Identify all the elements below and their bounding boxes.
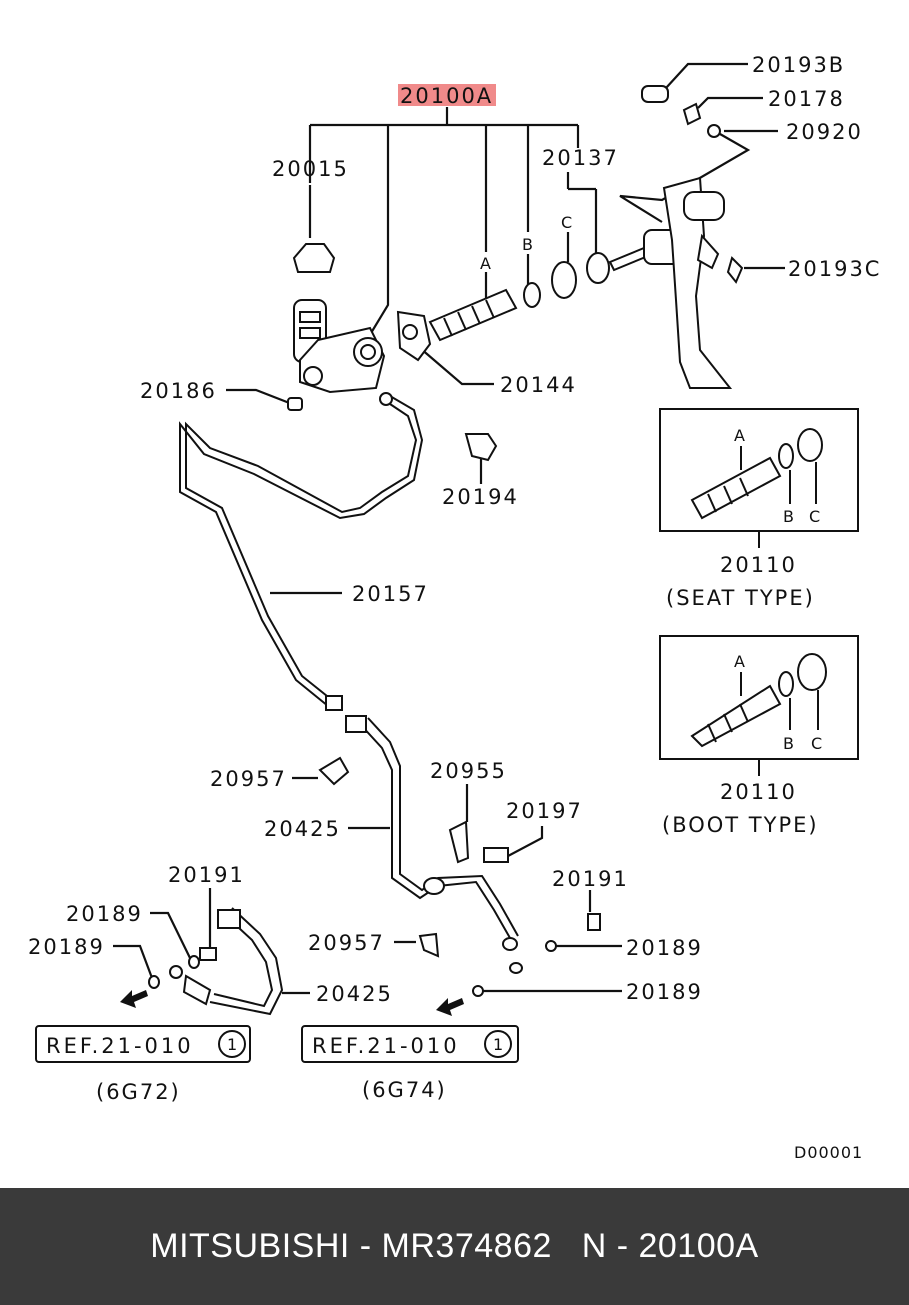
main-part-highlight (398, 84, 496, 106)
callout-20137[interactable]: 20137 (542, 146, 619, 170)
letter-c-main: C (561, 213, 573, 232)
inset-boot-part[interactable]: 20110 (720, 780, 797, 804)
callout-20425-lower[interactable]: 20425 (316, 982, 393, 1006)
inset-boot-type: (BOOT TYPE) (662, 813, 819, 837)
callout-20189-c[interactable]: 20189 (626, 936, 703, 960)
footer-banner: MITSUBISHI - MR374862 N - 20100A (0, 1188, 909, 1305)
footer-text: MITSUBISHI - MR374862 N - 20100A (150, 1227, 759, 1265)
callout-20189-b[interactable]: 20189 (28, 935, 105, 959)
letter-b-seat: B (783, 507, 795, 526)
letter-c-boot: C (811, 734, 823, 753)
callout-20193C[interactable]: 20193C (788, 257, 881, 281)
callout-20920[interactable]: 20920 (786, 120, 863, 144)
callout-20015[interactable]: 20015 (272, 157, 349, 181)
callout-20957-lower[interactable]: 20957 (308, 931, 385, 955)
callout-20144[interactable]: 20144 (500, 373, 577, 397)
callout-20178[interactable]: 20178 (768, 87, 845, 111)
diagram-code: D00001 (794, 1143, 863, 1162)
callout-20425-upper[interactable]: 20425 (264, 817, 341, 841)
callout-20191-left[interactable]: 20191 (168, 863, 245, 887)
letter-a-main: A (480, 254, 492, 273)
callout-20193B[interactable]: 20193B (752, 53, 845, 77)
callout-20157[interactable]: 20157 (352, 582, 429, 606)
ref-6g74-circle-number: 1 (493, 1035, 504, 1054)
inset-seat-part[interactable]: 20110 (720, 553, 797, 577)
callout-20100A[interactable]: 20100A (400, 84, 493, 108)
ref-6g74-label[interactable]: REF.21-010 (312, 1034, 460, 1058)
letter-a-boot: A (734, 652, 746, 671)
ref-6g72-label[interactable]: REF.21-010 (46, 1034, 194, 1058)
callout-20189-d[interactable]: 20189 (626, 980, 703, 1004)
callout-20189-a[interactable]: 20189 (66, 902, 143, 926)
callout-20957-upper[interactable]: 20957 (210, 767, 287, 791)
ref-6g72-engine: (6G72) (96, 1080, 181, 1104)
callout-20194[interactable]: 20194 (442, 485, 519, 509)
letter-a-seat: A (734, 426, 746, 445)
letter-b-main: B (522, 235, 534, 254)
inset-seat-type: (SEAT TYPE) (666, 586, 815, 610)
parts-diagram: 20100A 20015 20137 20193B 20178 20920 20… (28, 53, 881, 1162)
ref-6g72-circle-number: 1 (227, 1035, 238, 1054)
callout-20197[interactable]: 20197 (506, 799, 583, 823)
callout-20955[interactable]: 20955 (430, 759, 507, 783)
callout-20191-right[interactable]: 20191 (552, 867, 629, 891)
letter-c-seat: C (809, 507, 821, 526)
callout-20186[interactable]: 20186 (140, 379, 217, 403)
letter-b-boot: B (783, 734, 795, 753)
ref-6g74-engine: (6G74) (362, 1078, 447, 1102)
